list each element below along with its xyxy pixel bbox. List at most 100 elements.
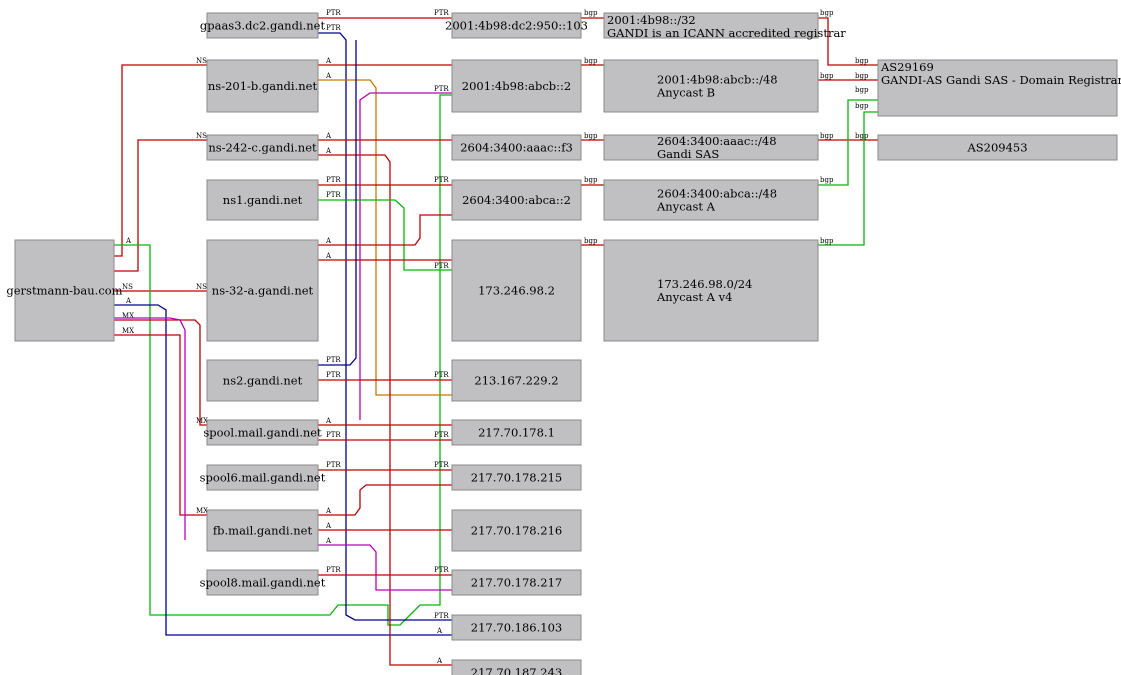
a-edge-ns32a-ip4: A <box>318 214 452 246</box>
bgp-edge-ip3-pf3: bgp <box>581 132 604 141</box>
node-label: 2604:3400:aaac::/48 <box>657 134 777 148</box>
edge-label-ptr: PTR <box>434 566 449 574</box>
a-edge-root-ip11: AA <box>114 297 452 636</box>
node-ip10: 217.70.178.217 <box>451 569 582 596</box>
edge-label-bgp: bgp <box>584 237 598 245</box>
edge-label-ptr: PTR <box>434 461 449 469</box>
node-label: 213.167.229.2 <box>474 374 558 388</box>
edge-label-mx: MX <box>122 327 134 335</box>
a-edge-ns201b-orange: A <box>318 72 452 396</box>
node-label: 217.70.178.216 <box>471 524 562 538</box>
node-box <box>451 509 582 552</box>
a-edge-root-ip12: A <box>389 635 452 666</box>
edge-line <box>114 317 186 540</box>
bgp-edge-ip1-pf1: bgp <box>581 9 604 19</box>
edge-label-a: A <box>325 507 332 515</box>
node-label: 173.246.98.2 <box>478 284 555 298</box>
node-box <box>603 12 819 39</box>
ptr-edge-ns2-blue: PTR <box>318 40 357 366</box>
edge-label-bgp: bgp <box>584 132 598 140</box>
node-gpaas3: gpaas3.dc2.gandi.net <box>200 12 325 39</box>
edge-label-ptr: PTR <box>434 431 449 439</box>
node-ns32a: ns-32-a.gandi.net <box>206 239 319 342</box>
edge-label-ptr: PTR <box>434 262 449 270</box>
ptr-edge-ns1-green: PTR PTR <box>318 191 452 271</box>
node-ns1: ns1.gandi.net <box>206 179 319 221</box>
node-ip8: 217.70.178.215 <box>451 464 582 491</box>
edge-label-bgp: bgp <box>584 176 598 184</box>
edge-label-ptr: PTR <box>434 9 449 17</box>
node-label: GANDI-AS Gandi SAS - Domain Registrar an <box>881 73 1121 87</box>
edge-label-ptr: PTR <box>434 176 449 184</box>
edge-line <box>318 544 452 591</box>
edge-label-ns: NS <box>122 283 133 291</box>
ns-edge-ns201b: NS <box>114 57 207 257</box>
node-label: 217.70.187.243 <box>471 666 562 675</box>
edge-label-a: A <box>325 237 332 245</box>
edge-label-bgp: bgp <box>855 132 869 140</box>
edge-label-bgp: bgp <box>584 9 598 17</box>
edge-label-bgp: bgp <box>820 9 834 17</box>
node-label: gerstmann-bau.com <box>6 284 122 298</box>
edge-label-a: A <box>325 132 332 140</box>
node-root: gerstmann-bau.com <box>6 239 123 342</box>
bgp-edge-ip5-pf5: bgp <box>581 237 604 246</box>
edge-label-a: A <box>436 657 443 665</box>
node-ip6: 213.167.229.2 <box>451 359 582 402</box>
a-edge-fb-ip9: A <box>318 484 452 516</box>
node-label: 2604:3400:abca::2 <box>462 193 571 207</box>
edge-label-bgp: bgp <box>820 72 834 80</box>
node-ip7: 217.70.178.1 <box>451 419 582 446</box>
node-ip11: 217.70.186.103 <box>451 614 582 641</box>
node-label: Anycast B <box>656 86 715 100</box>
node-box <box>206 134 319 161</box>
node-label: spool.mail.gandi.net <box>203 426 322 440</box>
node-box <box>206 12 319 39</box>
node-box <box>451 239 582 342</box>
a-edge-spool-ip7: A <box>318 417 452 426</box>
node-ip4: 2604:3400:abca::2 <box>451 179 582 221</box>
edge-label-ptr: PTR <box>326 9 341 17</box>
node-box <box>877 59 1118 117</box>
edge-label-a: A <box>325 522 332 530</box>
edge-label-ptr: PTR <box>326 371 341 379</box>
node-box <box>603 239 819 342</box>
edge-label-ptr: PTR <box>326 191 341 199</box>
edge-line <box>389 635 452 666</box>
node-fb: fb.mail.gandi.net <box>206 509 319 552</box>
edge-label-a: A <box>325 147 332 155</box>
edge-line <box>818 111 878 246</box>
a-edge-root-ip9: A <box>114 94 452 626</box>
node-label: 173.246.98.0/24 <box>657 277 752 291</box>
edge-line <box>318 199 452 271</box>
edge-label-a: A <box>325 417 332 425</box>
node-box <box>206 419 319 446</box>
node-box <box>206 179 319 221</box>
bgp-edge-pf4-as1: bgp bgp <box>818 86 878 186</box>
edge-label-ptr: PTR <box>434 371 449 379</box>
edge-line <box>818 17 878 66</box>
edge-label-a: A <box>436 627 443 635</box>
node-box <box>206 359 319 402</box>
edge-label-ptr: PTR <box>434 85 449 93</box>
edge-label-ptr: PTR <box>326 24 341 32</box>
a-edge-ns32a-ip5: A <box>318 252 452 261</box>
node-spool: spool.mail.gandi.net <box>203 419 322 446</box>
a-edge-ns242c-down: A <box>318 147 391 635</box>
edge-label-bgp: bgp <box>855 86 869 94</box>
edge-label-mx: MX <box>196 417 208 425</box>
node-box <box>603 134 819 161</box>
bgp-edge-ip4-pf4: bgp <box>581 176 604 186</box>
node-ip9: 217.70.178.216 <box>451 509 582 552</box>
a-edge-fb-magenta: A <box>318 537 452 591</box>
node-box <box>603 179 819 221</box>
